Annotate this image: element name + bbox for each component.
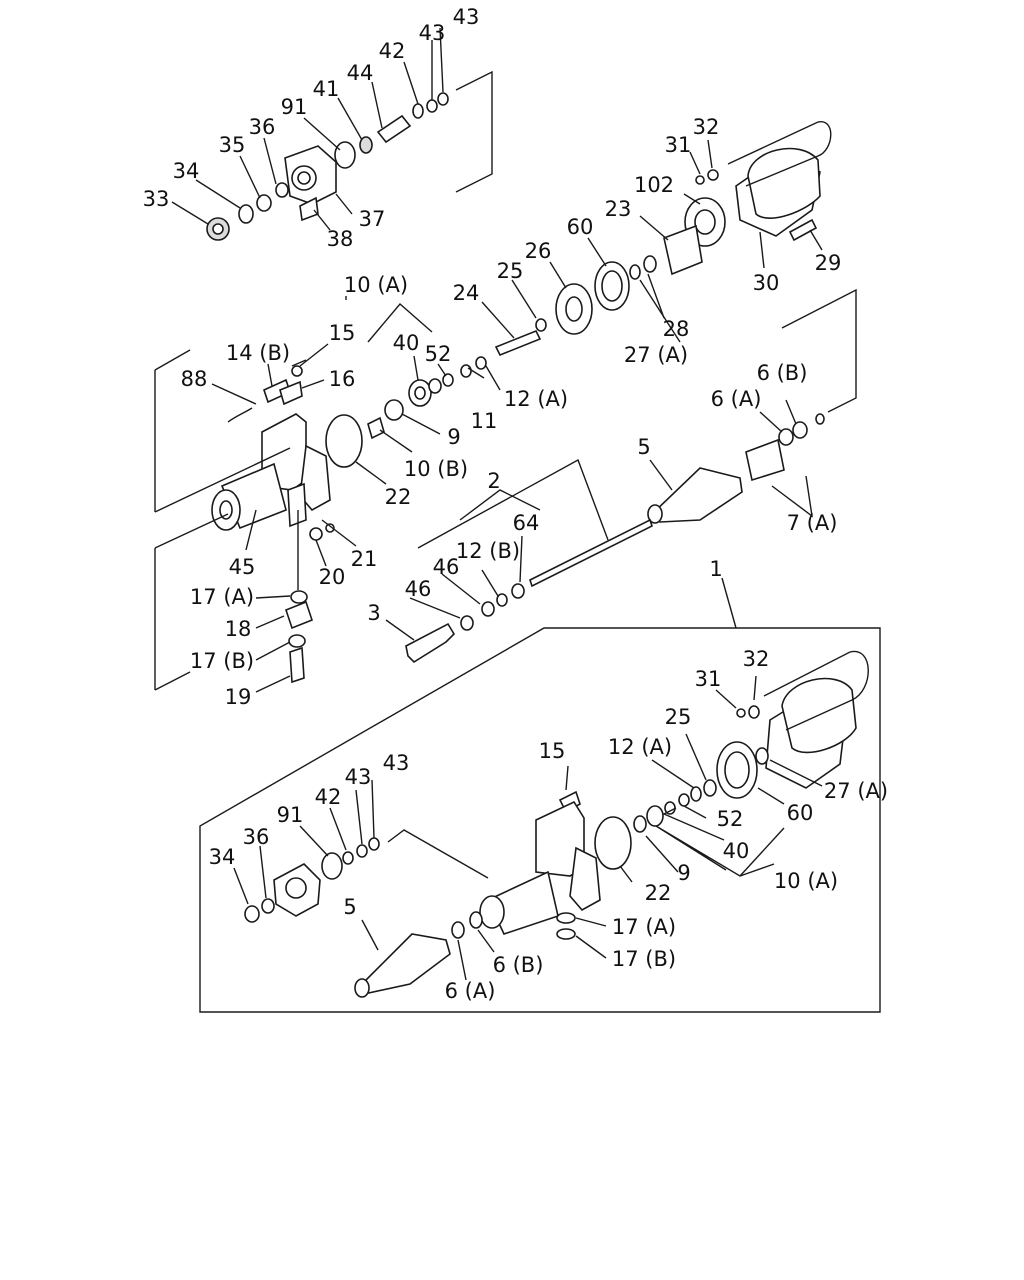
- inlet-fitting: [206, 70, 493, 241]
- callout-label: 32: [693, 115, 720, 139]
- callout-label: 10 (A): [344, 273, 408, 297]
- callout-label: 5: [343, 895, 356, 919]
- callout-label: 31: [695, 667, 722, 691]
- callout-label: 17 (A): [190, 585, 254, 609]
- callout-label: 43: [345, 765, 372, 789]
- callout-label: 24: [453, 281, 480, 305]
- callout-label: 10 (B): [404, 457, 468, 481]
- upper-leaders: [171, 27, 823, 693]
- callout-label: 46: [433, 555, 460, 579]
- callout-label: 25: [497, 259, 524, 283]
- callout-label: 40: [393, 331, 420, 355]
- callout-label: 5: [637, 435, 650, 459]
- callout-label: 44: [347, 61, 374, 85]
- callout-label: 46: [405, 577, 432, 601]
- callout-label: 52: [425, 342, 452, 366]
- callout-label: 18: [225, 617, 252, 641]
- callout-label: 32: [743, 647, 770, 671]
- callout-label: 36: [249, 115, 276, 139]
- callout-label: 17 (B): [612, 947, 676, 971]
- callout-label: 88: [181, 367, 208, 391]
- callout-label: 91: [281, 95, 308, 119]
- callout-label: 17 (B): [190, 649, 254, 673]
- callout-label: 22: [645, 881, 672, 905]
- callout-label: 27 (A): [824, 779, 888, 803]
- callout-label: 15: [539, 739, 566, 763]
- callout-label: 34: [173, 159, 200, 183]
- callout-label: 19: [225, 685, 252, 709]
- callout-label: 29: [815, 251, 842, 275]
- callout-label: 15: [329, 321, 356, 345]
- callout-label: 60: [787, 801, 814, 825]
- callout-label: 43: [383, 751, 410, 775]
- callout-label: 34: [209, 845, 236, 869]
- cylinder-body: [211, 413, 335, 684]
- callout-label: 64: [513, 511, 540, 535]
- callout-label: 60: [567, 215, 594, 239]
- callout-label: 26: [525, 239, 552, 263]
- callout-label: 6 (B): [757, 361, 808, 385]
- callout-label: 41: [313, 77, 340, 101]
- callout-label: 37: [359, 207, 386, 231]
- callout-label: 27 (A): [624, 343, 688, 367]
- callout-label: 40: [723, 839, 750, 863]
- valve-parts: [227, 356, 487, 468]
- callout-label: 42: [379, 39, 406, 63]
- callout-label: 11: [471, 409, 498, 433]
- callout-label: 3: [367, 601, 380, 625]
- callout-label: 21: [351, 547, 378, 571]
- callout-label: 38: [327, 227, 354, 251]
- callout-label: 28: [663, 317, 690, 341]
- callout-label: 6 (A): [445, 979, 496, 1003]
- callout-label: 12 (A): [504, 387, 568, 411]
- callout-label: 31: [665, 133, 692, 157]
- callout-label: 20: [319, 565, 346, 589]
- callout-label: 102: [634, 173, 674, 197]
- callout-label: 7 (A): [787, 511, 838, 535]
- callout-label: 33: [143, 187, 170, 211]
- pushrod-boot: [405, 413, 825, 664]
- callout-label: 45: [229, 555, 256, 579]
- callout-label: 14 (B): [226, 341, 290, 365]
- callout-label: 9: [677, 861, 690, 885]
- callout-label: 12 (B): [456, 539, 520, 563]
- assembly-1-frame: [199, 627, 881, 1013]
- callout-label: 22: [385, 485, 412, 509]
- callout-label: 12 (A): [608, 735, 672, 759]
- callout-label: 10 (A): [774, 869, 838, 893]
- callout-label: 43: [453, 5, 480, 29]
- callout-label: 2: [487, 469, 500, 493]
- callout-label: 91: [277, 803, 304, 827]
- piston-group: [494, 197, 726, 357]
- assembly-1-label: 1: [709, 557, 722, 581]
- callout-label: 16: [329, 367, 356, 391]
- callout-label: 35: [219, 133, 246, 157]
- callout-label: 6 (A): [711, 387, 762, 411]
- callout-label: 9: [447, 425, 460, 449]
- lower-assembly: [199, 577, 881, 1013]
- callout-label: 25: [665, 705, 692, 729]
- callout-label: 43: [419, 21, 446, 45]
- callout-label: 42: [315, 785, 342, 809]
- callout-label: 30: [753, 271, 780, 295]
- upper-parts: [154, 70, 857, 691]
- upper-bracket-lines: [154, 288, 857, 691]
- callout-label: 52: [717, 807, 744, 831]
- callout-label: 36: [243, 825, 270, 849]
- callout-label: 23: [605, 197, 632, 221]
- upper-callout-labels: 4343444241913635343337383132102233029602…: [143, 5, 842, 709]
- callout-label: 6 (B): [493, 953, 544, 977]
- rear-housing: [695, 121, 832, 242]
- callout-label: 17 (A): [612, 915, 676, 939]
